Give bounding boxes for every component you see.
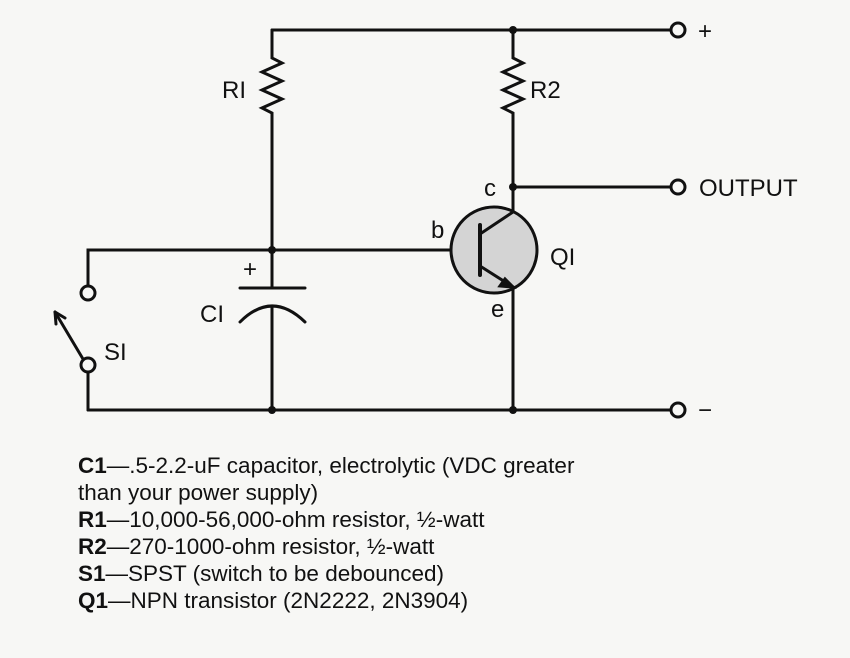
parts-item-r1: R1—10,000-56,000-ohm resistor, ½-watt bbox=[78, 506, 574, 533]
part-desc: —10,000-56,000-ohm resistor, ½-watt bbox=[106, 507, 485, 532]
transistor-collector bbox=[478, 210, 515, 236]
part-ref: R1 bbox=[78, 507, 107, 532]
positive-label: + bbox=[698, 18, 712, 45]
base-wire bbox=[86, 248, 482, 288]
transistor-q1-body bbox=[449, 205, 539, 295]
c1-polarity-label: + bbox=[243, 256, 257, 283]
collector-label: c bbox=[484, 175, 496, 202]
emitter-label: e bbox=[491, 296, 504, 323]
switch-arrow-icon bbox=[53, 310, 67, 326]
base-label: b bbox=[431, 217, 444, 244]
part-desc-cont: than your power supply) bbox=[78, 480, 319, 505]
output-label: OUTPUT bbox=[699, 175, 798, 202]
junction-dot bbox=[268, 406, 276, 414]
circuit-schematic: + − OUTPUT RI R2 CI + SI QI c b e bbox=[53, 18, 798, 424]
part-desc: —270-1000-ohm resistor, ½-watt bbox=[106, 534, 435, 559]
junction-dot bbox=[509, 26, 517, 34]
parts-item-s1: S1—SPST (switch to be debounced) bbox=[78, 560, 574, 587]
switch-s1-arm bbox=[53, 310, 85, 361]
part-ref: S1 bbox=[78, 561, 106, 586]
s1-label: SI bbox=[104, 339, 127, 366]
q1-label: QI bbox=[550, 244, 575, 271]
part-desc: —NPN transistor (2N2222, 2N3904) bbox=[108, 588, 469, 613]
part-ref: R2 bbox=[78, 534, 107, 559]
parts-list: C1—.5-2.2-uF capacitor, electrolytic (VD… bbox=[78, 452, 574, 614]
emitter-arrow-icon bbox=[497, 276, 517, 289]
negative-terminal bbox=[669, 401, 687, 419]
output-terminal bbox=[669, 178, 687, 196]
junction-dot bbox=[268, 246, 276, 254]
resistor-r2 bbox=[499, 28, 527, 214]
junction-dot bbox=[509, 406, 517, 414]
parts-item-q1: Q1—NPN transistor (2N2222, 2N3904) bbox=[78, 587, 574, 614]
positive-terminal bbox=[669, 21, 687, 39]
part-desc: —.5-2.2-uF capacitor, electrolytic (VDC … bbox=[106, 453, 575, 478]
c1-label: CI bbox=[200, 301, 224, 328]
part-ref: Q1 bbox=[78, 588, 109, 613]
parts-item-r2: R2—270-1000-ohm resistor, ½-watt bbox=[78, 533, 574, 560]
resistor-r1 bbox=[258, 28, 286, 252]
parts-item-c1: C1—.5-2.2-uF capacitor, electrolytic (VD… bbox=[78, 452, 574, 506]
r2-label: R2 bbox=[530, 77, 561, 104]
junction-dot bbox=[509, 183, 517, 191]
switch-s1-top-contact bbox=[79, 284, 97, 302]
part-desc: —SPST (switch to be debounced) bbox=[105, 561, 445, 586]
part-ref: C1 bbox=[78, 453, 107, 478]
r1-label: RI bbox=[222, 77, 246, 104]
negative-label: − bbox=[698, 397, 712, 424]
